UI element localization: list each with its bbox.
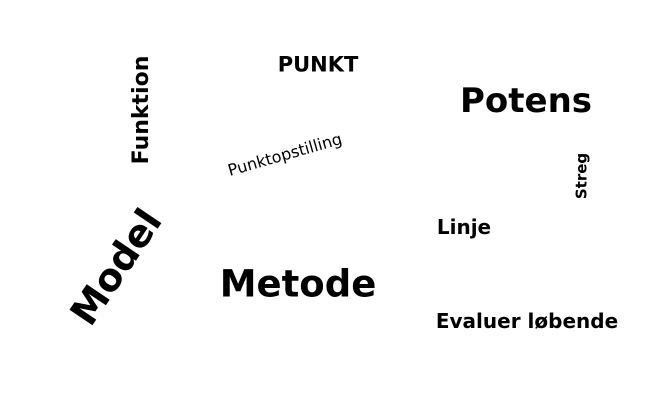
word-punkt: PUNKT [277, 52, 359, 77]
word-potens: Potens [459, 81, 593, 121]
word-model: Model [61, 200, 171, 334]
word-streg: Streg [572, 152, 591, 200]
word-funktion: Funktion [129, 55, 154, 165]
word-evaluer-lobende: Evaluer løbende [435, 309, 619, 333]
word-metode: Metode [219, 262, 377, 306]
word-linje: Linje [436, 215, 492, 239]
word-punktopstilling: Punktopstilling [225, 129, 345, 180]
